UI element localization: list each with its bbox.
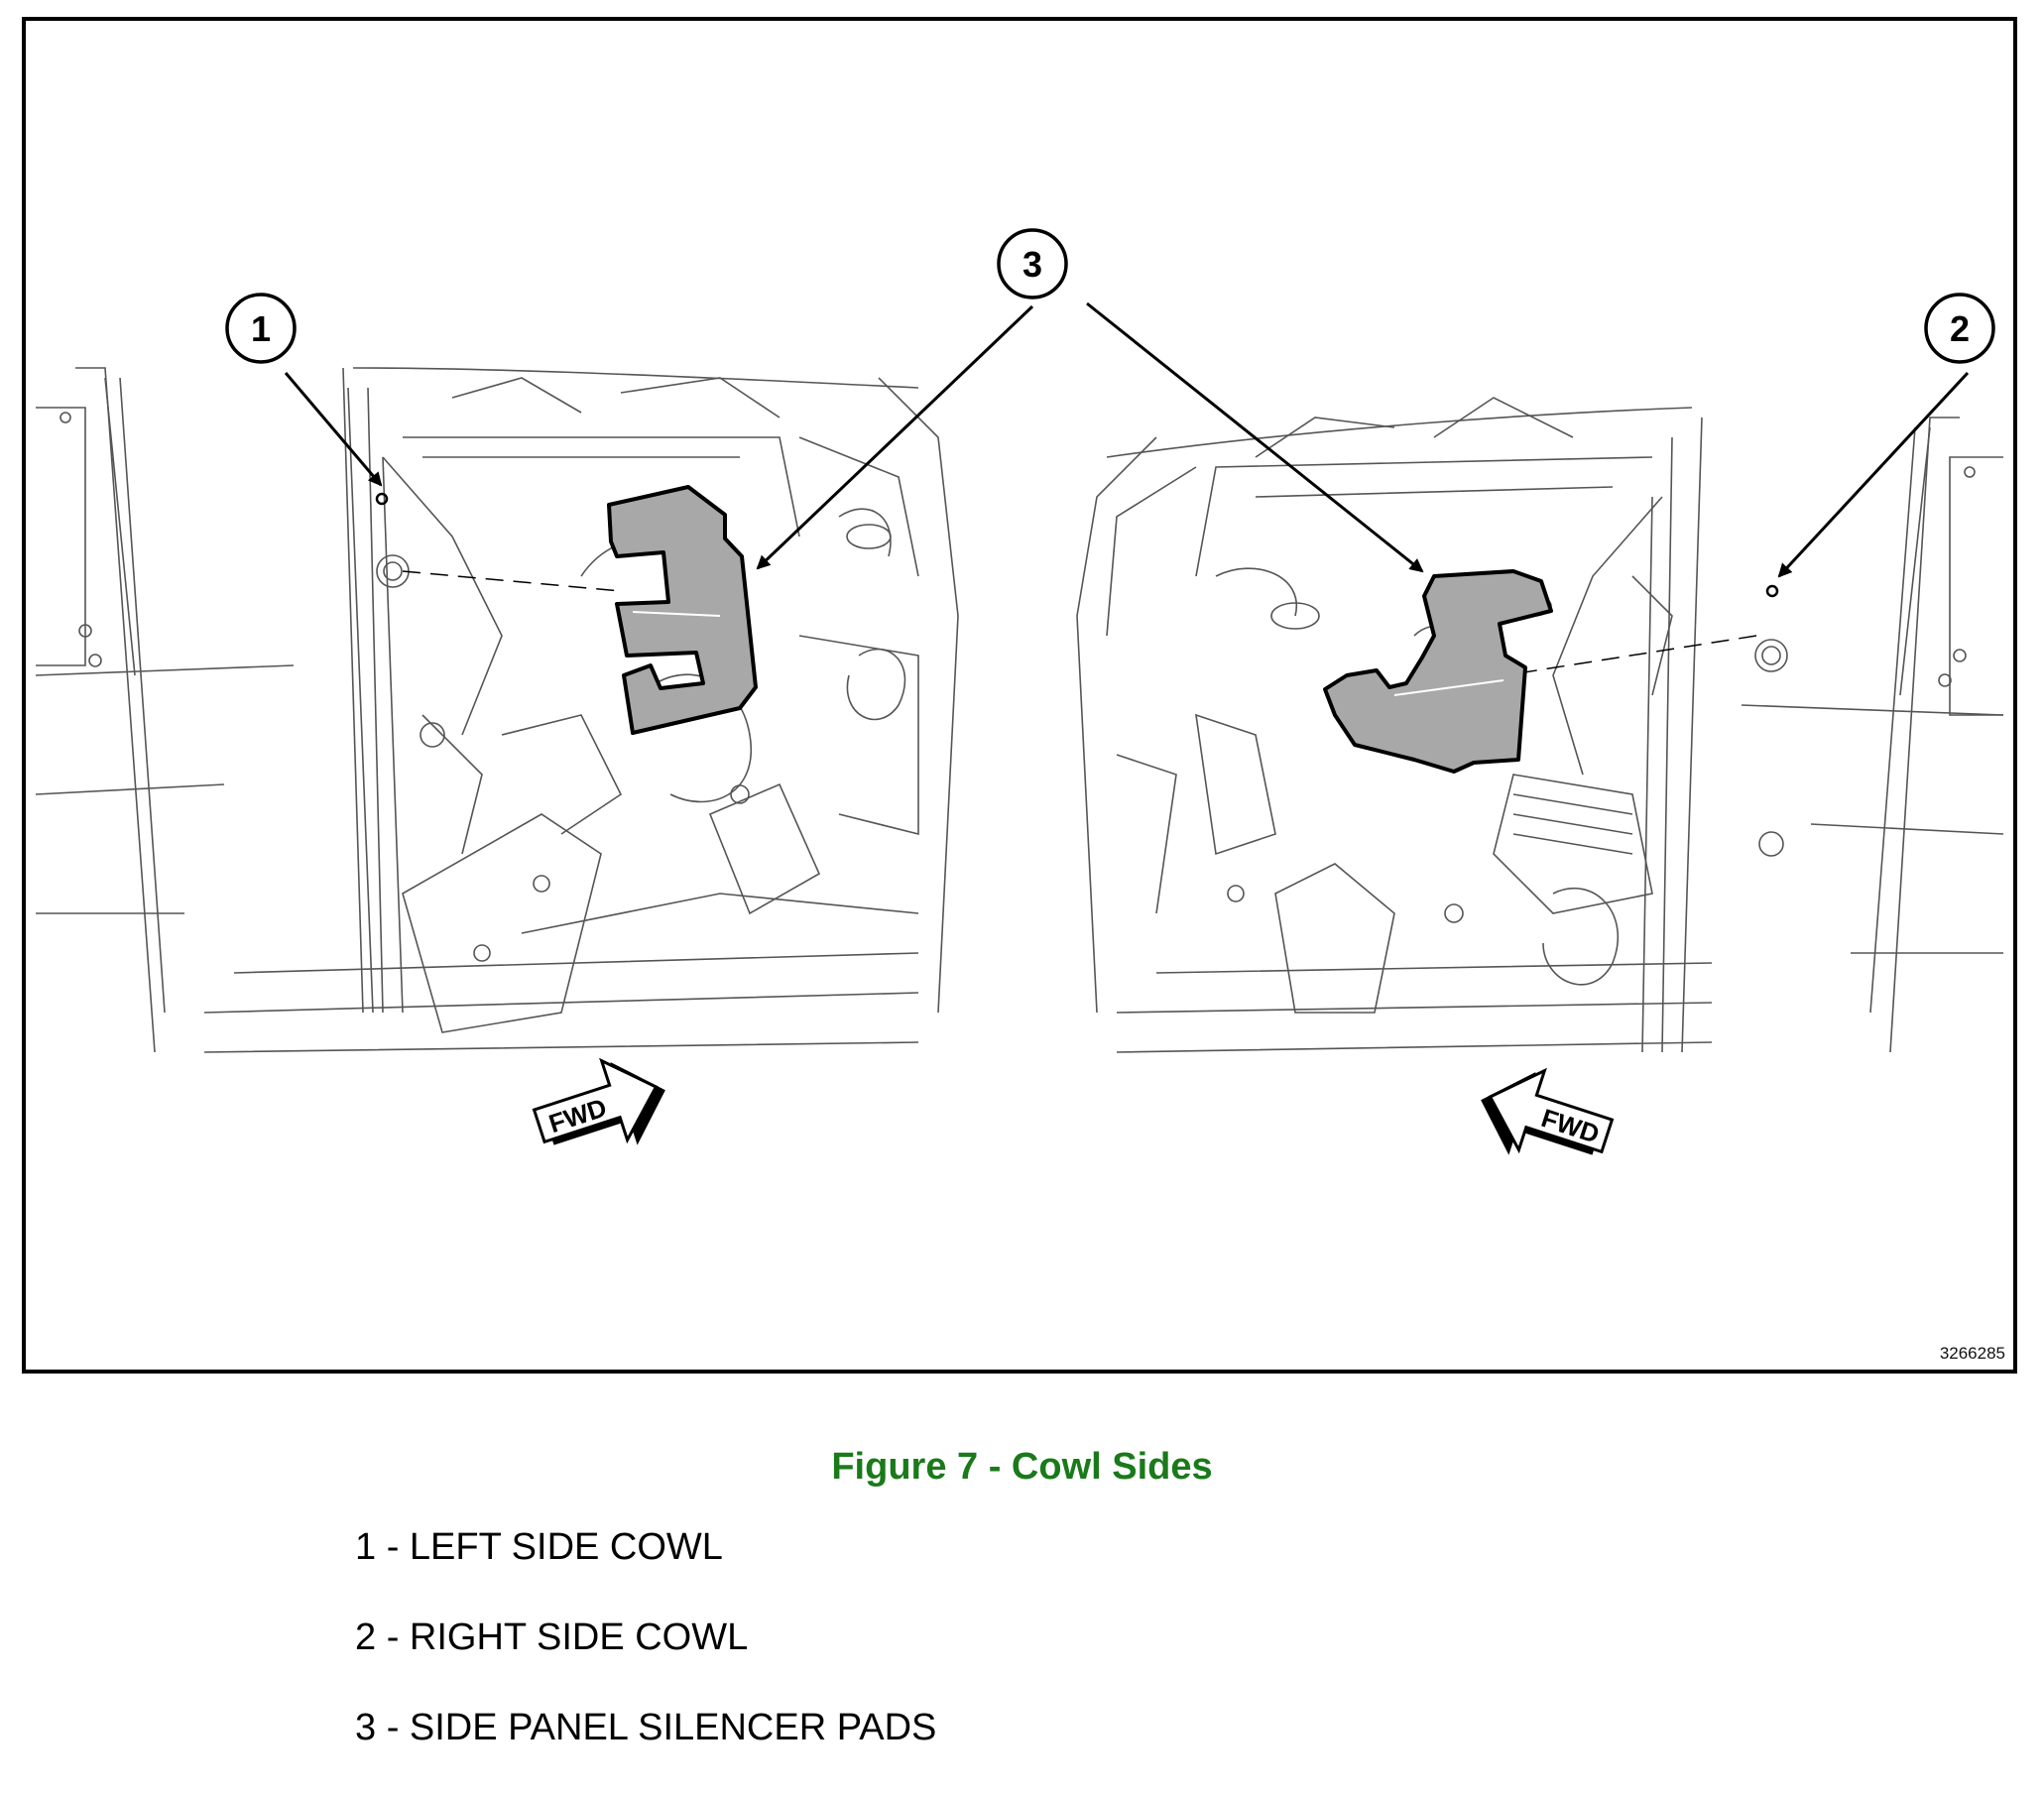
figure-reference-number: 3266285 [1939,1344,2005,1363]
right-cowl-line-art [1076,397,2004,1053]
callout-3: 3 [997,228,1068,299]
callout-3-leader-right [1086,301,1424,573]
callout-1-label: 1 [251,308,271,349]
right-silencer-pad [1323,569,1553,774]
figure-frame: 1 2 3 FWD FWD 3266285 [22,17,2017,1374]
left-cowl-hole [375,492,389,506]
callout-2: 2 [1924,293,1995,364]
legend-item-silencer-pads: 3 - SIDE PANEL SILENCER PADS [355,1707,937,1748]
callout-2-leader [1777,371,1970,578]
legend-list: 1 - LEFT SIDE COWL 2 - RIGHT SIDE COWL 3… [355,1525,936,1796]
fwd-arrow-right: FWD [1481,1067,1615,1155]
figure-caption: Figure 7 - Cowl Sides [831,1446,1213,1488]
callout-3-label: 3 [1022,244,1042,285]
left-cowl-fixtures [60,412,892,962]
right-cowl-fixtures [1227,466,1976,923]
callout-3-leader-left [756,304,1034,570]
left-leader-dashed-line [402,570,622,592]
fwd-arrow-left: FWD [532,1057,665,1145]
left-pad-leader-line [632,611,721,617]
callout-2-label: 2 [1950,308,1970,349]
right-cowl-hole [1765,584,1779,598]
left-silencer-pad [607,485,758,735]
legend-item-right-side-cowl: 2 - RIGHT SIDE COWL [355,1616,749,1658]
right-pad-leader-line [1393,679,1504,696]
legend-item-left-side-cowl: 1 - LEFT SIDE COWL [355,1526,723,1568]
callout-1-leader [284,372,383,487]
callout-1: 1 [225,293,297,364]
cowl-sides-illustration: 1 2 3 FWD FWD [35,228,2004,1155]
left-cowl-line-art [35,367,959,1053]
